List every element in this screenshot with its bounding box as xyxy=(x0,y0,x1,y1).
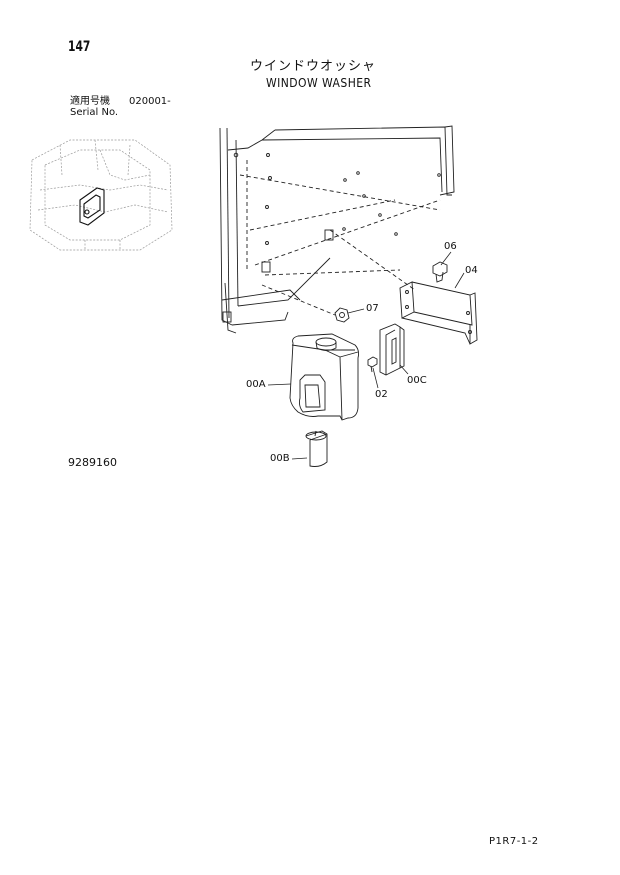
title-japanese: ウインドウオッシャ xyxy=(250,59,377,74)
serial-label-en: Serial No. xyxy=(70,107,119,118)
callout-04: 04 xyxy=(465,265,478,276)
callout-07: 07 xyxy=(366,303,379,314)
callout-00a: 00A xyxy=(246,379,266,390)
excavator-inset-sketch xyxy=(29,139,173,251)
callout-02: 02 xyxy=(375,389,388,400)
callout-00b: 00B xyxy=(270,453,290,464)
pump-00b xyxy=(305,430,328,467)
cab-frame xyxy=(219,125,455,334)
screw-02 xyxy=(367,356,378,373)
title-english: WINDOW WASHER xyxy=(266,76,372,90)
washer-tank-00a xyxy=(289,333,360,421)
serial-value: 020001- xyxy=(129,96,171,107)
serial-label-jp: 適用号機 xyxy=(70,96,110,107)
callout-06: 06 xyxy=(444,241,457,252)
bracket-04 xyxy=(399,281,478,345)
drawing-number: 9289160 xyxy=(68,456,117,469)
page-number: 147 xyxy=(68,39,91,55)
inset-highlight xyxy=(79,187,105,226)
leader-lines xyxy=(267,251,465,460)
callout-00c: 00C xyxy=(407,375,427,386)
bolt-06 xyxy=(432,261,448,283)
page-reference: P1R7-1-2 xyxy=(489,836,539,847)
bracket-00c xyxy=(379,323,405,376)
nut-07 xyxy=(334,307,350,323)
